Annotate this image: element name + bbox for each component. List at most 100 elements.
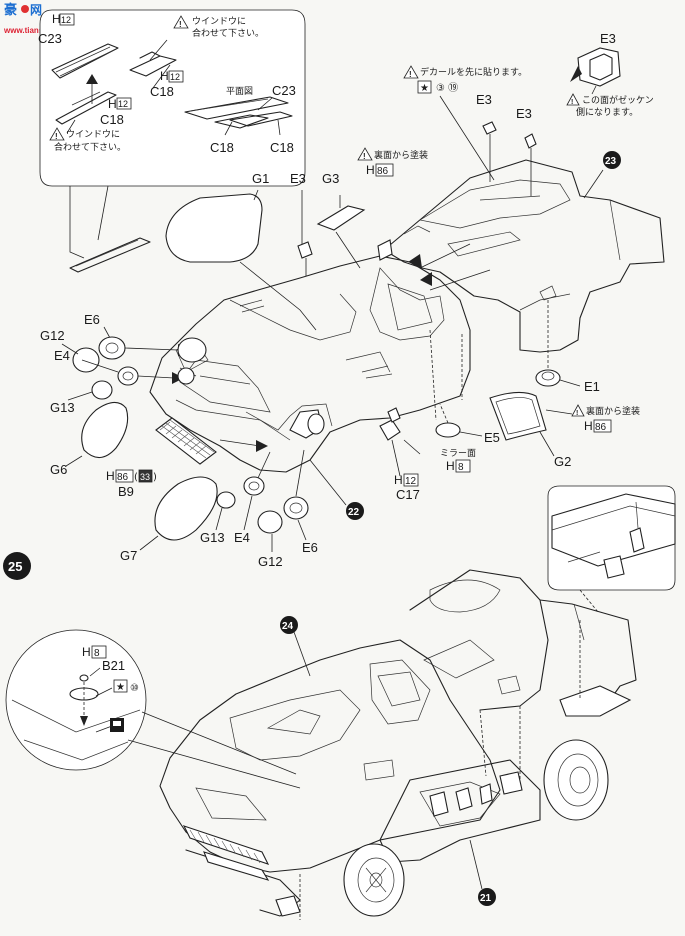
part-e3-cap: [570, 47, 621, 95]
warning-icon: !: [49, 127, 65, 141]
svg-text:豪: 豪: [4, 2, 17, 18]
paint-code-h86-top: 86: [377, 166, 389, 177]
svg-text:!: !: [571, 99, 573, 106]
label-e1: E1: [584, 379, 600, 394]
svg-text:网: 网: [30, 3, 42, 17]
paint-code-h8-inset: 8: [94, 648, 100, 659]
step-22: 22: [348, 507, 360, 518]
note-window-top-l2: 合わせて下さい。: [192, 27, 264, 39]
wing-detail-inset: [547, 485, 676, 591]
step-25: 25: [8, 559, 22, 574]
b21-detail-circle: [5, 629, 147, 771]
note-window-top-l1: ウインドウに: [192, 16, 246, 27]
part-e3-a: [482, 121, 497, 135]
label-c18-plan-right: C18: [270, 140, 294, 155]
label-b9: B9: [118, 484, 134, 499]
h-prefix-top: H: [52, 12, 61, 26]
part-g13-top: [91, 380, 113, 400]
part-g12-bot: [257, 510, 283, 534]
step-23: 23: [605, 156, 617, 167]
svg-text:★: ★: [420, 83, 429, 94]
h-prefix-c18b: H: [108, 97, 117, 111]
paint-code-33: 33: [140, 472, 150, 482]
label-g3: G3: [322, 171, 339, 186]
part-e3-c: [297, 241, 313, 259]
label-c17: C17: [396, 487, 420, 502]
paint-code-h12-c17: 12: [405, 476, 417, 487]
svg-text:★: ★: [116, 682, 125, 693]
watermark-logo: 豪 网: [4, 2, 42, 18]
note-window-bottom-l2: 合わせて下さい。: [54, 141, 126, 153]
warning-icon: !: [566, 93, 580, 106]
window-inset: [39, 9, 306, 187]
label-c23-plan: C23: [272, 83, 296, 98]
watermark-url: www.tianshan.com: [3, 26, 76, 35]
note-paint-back-right: 裏面から塗装: [586, 405, 640, 417]
label-e3-c: E3: [290, 171, 306, 186]
label-c18-plan-left: C18: [210, 140, 234, 155]
warning-icon: !: [403, 65, 419, 79]
part-c17: [379, 419, 401, 441]
label-c18-top: C18: [150, 84, 174, 99]
label-g12-top: G12: [40, 328, 65, 343]
assembled-car: [159, 569, 637, 920]
note-mirror-face: ミラー面: [440, 448, 476, 459]
h-prefix-mirror: H: [446, 459, 455, 473]
inset-labels: H 12 C23 ! ウインドウに 合わせて下さい。 H 12 C18 H 12…: [38, 12, 296, 155]
paren-close: ): [153, 472, 157, 483]
warning-icon: !: [357, 147, 373, 161]
svg-text:!: !: [179, 20, 182, 29]
part-g3: [316, 205, 366, 231]
label-g6: G6: [50, 462, 67, 477]
part-g7: [154, 476, 218, 541]
label-e4-top: E4: [54, 348, 70, 363]
step-24: 24: [282, 621, 294, 632]
label-e3-cap: E3: [600, 31, 616, 46]
h-prefix-c17: H: [394, 473, 403, 487]
paint-code-h12c: 12: [118, 99, 128, 109]
paint-code-h86-right: 86: [595, 422, 607, 433]
paint-code-h12a: 12: [61, 15, 71, 25]
part-g6: [81, 401, 129, 459]
warning-icon: !: [571, 404, 585, 417]
decal-refs: ③ ⑲: [436, 82, 458, 94]
label-e6-bot: E6: [302, 540, 318, 555]
part-g13-bot: [216, 491, 236, 509]
rear-engine-cover: [383, 159, 665, 376]
label-e6-top: E6: [84, 312, 100, 327]
note-decal-first: デカールを先に貼ります。: [420, 66, 527, 78]
label-e5: E5: [484, 430, 500, 445]
note-paint-back-top: 裏面から塗装: [374, 149, 428, 161]
part-g12-top: [72, 347, 100, 373]
note-zekken-l2: 側になります。: [576, 106, 638, 118]
paint-code-h12b: 12: [170, 72, 180, 82]
label-g13-bot: G13: [200, 530, 225, 545]
part-b9-grille: [155, 417, 217, 465]
h-prefix-b9: H: [106, 469, 115, 483]
label-e3-b: E3: [516, 106, 532, 121]
part-e5: [435, 422, 461, 438]
label-c18-mid: C18: [100, 112, 124, 127]
label-g1: G1: [252, 171, 269, 186]
part-e1: [535, 369, 561, 387]
svg-text:!: !: [409, 70, 412, 79]
part-e6-top: [98, 336, 126, 360]
plan-view-label: 平面図: [226, 86, 253, 97]
note-zekken-l1: この面がゼッケン: [582, 94, 654, 106]
paren-open: (: [134, 472, 138, 483]
svg-text:!: !: [363, 152, 366, 161]
label-g12-bot: G12: [258, 554, 283, 569]
part-e4-top: [117, 366, 139, 386]
label-g7: G7: [120, 548, 137, 563]
label-g2: G2: [554, 454, 571, 469]
part-e4-bot: [243, 476, 265, 496]
part-e6-bot: [283, 496, 309, 520]
part-g1: [165, 193, 263, 263]
step-21: 21: [480, 893, 492, 904]
label-e3-a: E3: [476, 92, 492, 107]
label-g13-top: G13: [50, 400, 75, 415]
h-prefix-g3: H: [366, 163, 375, 177]
svg-text:!: !: [576, 410, 578, 417]
